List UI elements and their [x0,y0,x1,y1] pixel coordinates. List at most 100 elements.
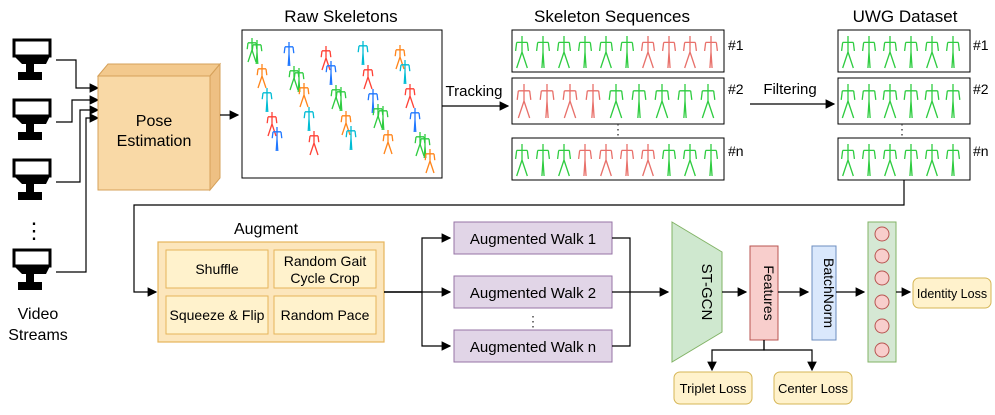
features-loss-arrows [707,340,817,372]
fc-node [874,248,890,264]
stick-figure-icon [945,144,961,177]
fc-layer [867,221,897,363]
center-loss-block: Center Loss [773,371,853,405]
stick-figure-icon [677,84,693,119]
raw-skeleton-figures [246,38,436,174]
raw-skeletons-panel [241,29,443,179]
stick-figure-icon [556,144,572,177]
stick-figure-icon [619,36,635,69]
svg-text:Augmented Walk 2: Augmented Walk 2 [470,285,596,302]
augment-op-random-pace: Random Pace [273,295,377,335]
augment-op-random-gait-cycle-crop: Random Gait Cycle Crop [273,249,377,289]
svg-text:Augmented Walk 1: Augmented Walk 1 [470,231,596,248]
sequence-tag-1: #1 [728,37,744,53]
dataset-row-2 [837,77,971,125]
stick-figure-icon [514,36,530,69]
stick-figure-icon [703,144,719,177]
pose-label-2: Estimation [117,133,192,150]
camera-icon [12,98,52,142]
filtering-label: Filtering [763,81,816,98]
stick-figure-icon [882,36,898,69]
dataset-ellipsis: ⋮ [895,121,909,137]
stick-figure-icon [377,106,389,131]
stick-figure-icon [682,36,698,69]
stick-figure-icon [303,107,315,132]
dataset-tag-n: #n [973,143,989,159]
stick-figure-icon [404,84,416,109]
svg-text:ST-GCN: ST-GCN [698,264,715,321]
augment-fanout-arrows [384,233,452,351]
stick-figure-icon [840,36,856,69]
svg-text:BatchNorm: BatchNorm [821,258,837,328]
camera-icon [12,248,52,292]
pose-estimation-block: Pose Estimation [96,62,222,192]
st-gcn-block: ST-GCN [671,221,723,363]
stick-figure-icon [320,46,332,71]
stick-figure-icon [514,144,530,177]
svg-text:Center Loss: Center Loss [778,381,849,396]
stick-figure-icon [640,144,656,177]
stick-figure-icon [882,84,898,119]
stick-figure-icon [840,84,856,119]
svg-text:Identity Loss: Identity Loss [917,287,987,301]
uwg-dataset-title: UWG Dataset [853,7,958,26]
dataset-skeleton-figures [840,36,961,177]
stick-figure-icon [419,134,431,159]
stick-figure-icon [293,68,305,93]
camera-icon [12,38,52,82]
identity-loss-block: Identity Loss [912,277,992,309]
dataset-tag-1: #1 [973,37,989,53]
dataset-row-1 [837,29,971,73]
stick-figure-icon [362,65,374,90]
stick-figure-icon [598,36,614,69]
stick-figure-icon [924,84,940,119]
svg-text:Shuffle: Shuffle [195,261,239,277]
stick-figure-icon [535,144,551,177]
video-sources: ⋮ Video Streams [8,38,68,344]
sequence-ellipsis: ⋮ [611,121,625,137]
fc-node [874,294,890,310]
stick-figure-icon [283,42,295,67]
stick-figure-icon [945,36,961,69]
stick-figure-icon [516,84,532,119]
stick-figure-icon [640,36,656,69]
stick-figure-icon [882,144,898,177]
stick-figure-icon [256,64,268,89]
stick-figure-icon [251,40,263,65]
walks-merge-arrows [612,237,670,347]
walk-ellipsis: ⋮ [526,313,540,329]
stick-figure-icon [577,36,593,69]
svg-text:Squeeze & Flip: Squeeze & Flip [170,307,265,323]
augment-op-squeeze-flip: Squeeze & Flip [165,295,269,335]
stick-figure-icon [840,144,856,177]
stick-figure-icon [399,60,411,85]
stick-figure-icon [271,127,283,152]
fc-node [874,318,890,334]
sequence-row-2 [511,77,725,125]
stick-figure-icon [945,84,961,119]
fc-node [874,342,890,358]
sequence-row-n [511,137,725,181]
stick-figure-icon [394,45,406,70]
stick-figure-icon [298,83,310,108]
pose-label-1: Pose [136,113,173,130]
stick-figure-icon [266,112,278,137]
stick-figure-icon [703,36,719,69]
camera-connectors [56,59,100,273]
stick-figure-icon [562,84,578,119]
stick-figure-icon [924,36,940,69]
triplet-loss-block: Triplet Loss [673,371,753,405]
tracking-label: Tracking [446,83,503,100]
stick-figure-icon [535,36,551,69]
stick-figure-icon [539,84,555,119]
svg-text:Random Pace: Random Pace [281,307,370,323]
arrow-dataset-to-augment [133,180,905,297]
svg-text:Triplet Loss: Triplet Loss [680,381,747,396]
augmented-walk-1: Augmented Walk 1 [453,221,613,255]
stick-figure-icon [924,144,940,177]
stick-figure-icon [903,144,919,177]
stick-figure-icon [631,84,647,119]
stick-figure-icon [556,36,572,69]
stick-figure-icon [903,84,919,119]
